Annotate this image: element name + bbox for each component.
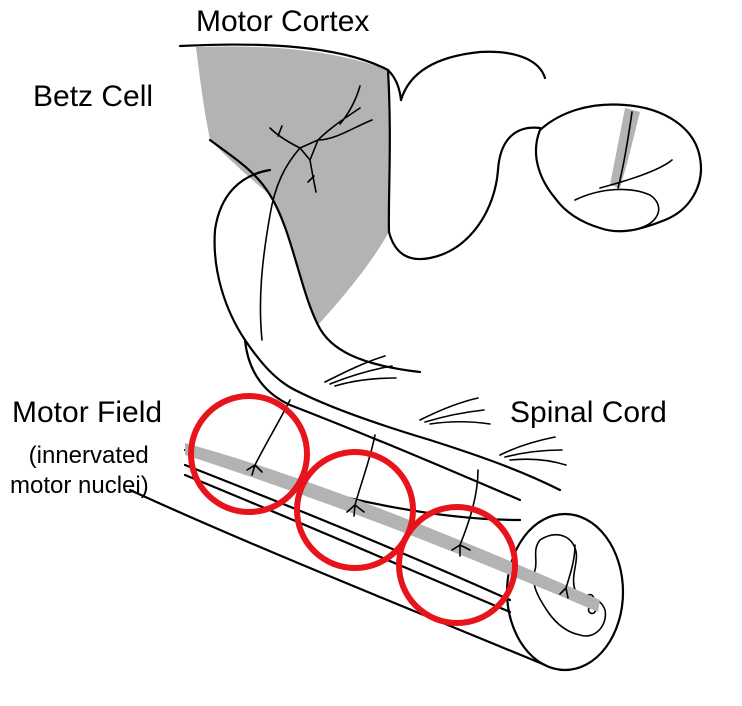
spinal-cord-bottom-edge — [128, 488, 547, 667]
highlight-circle-1 — [188, 393, 310, 515]
brain-inset-sulcus — [599, 111, 673, 189]
cortex-top-surface — [178, 43, 403, 102]
motor-fiber-4 — [559, 544, 576, 599]
highlight-circle-2 — [294, 449, 416, 571]
motor-cortex-shading — [196, 46, 390, 325]
motor-field-label: Motor Field — [12, 396, 163, 429]
motor-cortex-label: Motor Cortex — [196, 5, 370, 38]
motor-nucleus-column — [185, 443, 600, 612]
brain-inset-motor-strip — [610, 108, 640, 188]
cortex-gyrus-outline — [399, 50, 547, 102]
radiating-fibers-3 — [499, 436, 567, 466]
innervated-motor-nuclei-label: (innervated motor nuclei) — [10, 441, 149, 501]
betz-cell-dendrites — [269, 85, 373, 193]
internal-capsule-outline — [213, 168, 297, 392]
brain-inset-temporal-lobe — [574, 188, 660, 229]
white-matter-outline — [386, 68, 542, 261]
spinal-cord-label: Spinal Cord — [510, 396, 667, 429]
motor-fiber-2 — [346, 434, 376, 517]
cortex-sulcus-outline — [208, 138, 422, 374]
brain-inset-outline — [535, 103, 703, 233]
betz-cell-label: Betz Cell — [33, 80, 154, 113]
betz-cell-soma — [299, 139, 319, 161]
tract-outline-right — [293, 388, 562, 492]
radiating-fibers-2 — [419, 397, 491, 425]
tract-outline-left — [243, 338, 522, 502]
innervated-label-line-1: (innervated — [28, 442, 149, 469]
innervated-label-line-2: motor nuclei) — [10, 472, 149, 499]
radiating-fibers-1 — [324, 355, 397, 387]
spinal-cord-inner-line — [183, 463, 512, 602]
highlight-circle-3 — [396, 504, 518, 626]
motor-fiber-1 — [246, 399, 291, 476]
spinal-cord-inner-line-2 — [183, 473, 512, 614]
betz-cell-axon — [259, 147, 301, 341]
